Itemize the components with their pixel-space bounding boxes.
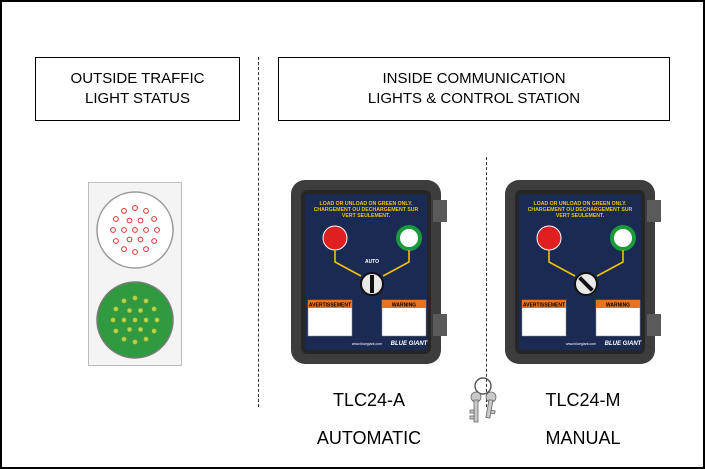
led-dot xyxy=(121,298,127,304)
led-dot xyxy=(110,317,116,323)
led-dot xyxy=(137,307,144,314)
traffic-light-icon xyxy=(88,182,182,366)
led-dot xyxy=(137,236,144,243)
led-dot xyxy=(132,339,138,345)
brand-text: BLUE GIANT xyxy=(391,341,429,347)
led-dot xyxy=(137,217,144,224)
panel-header-line-3: VERT SEULEMENT. xyxy=(342,213,391,219)
green-indicator-light xyxy=(610,225,636,251)
led-dot xyxy=(110,227,116,233)
outside-traffic-label: OUTSIDE TRAFFIC LIGHT STATUS xyxy=(35,57,240,121)
led-dot xyxy=(126,236,133,243)
led-dot xyxy=(151,306,157,312)
led-dot xyxy=(151,328,157,334)
red-lamp xyxy=(96,191,174,269)
website-text: www.bluegiant.com xyxy=(566,342,596,346)
model-caption-automatic: TLC24-A xyxy=(332,390,406,410)
panel-header-line-3: VERT SEULEMENT. xyxy=(556,213,605,219)
inside-communication-label: INSIDE COMMUNICATION LIGHTS & CONTROL ST… xyxy=(278,57,670,121)
led-dot xyxy=(143,317,149,323)
red-indicator-light xyxy=(322,225,348,251)
led-dot xyxy=(126,217,133,224)
outside-label-line-2: LIGHT STATUS xyxy=(84,90,190,107)
panel-header-line-2: CHARGEMENT OU DECHARGEMENT SUR xyxy=(528,207,633,213)
led-dot xyxy=(132,295,138,301)
inside-label-line-1: INSIDE COMMUNICATION xyxy=(382,70,566,87)
outside-label-line-1: OUTSIDE TRAFFIC xyxy=(70,70,205,87)
led-dot xyxy=(151,238,157,244)
led-dot xyxy=(132,227,138,233)
led-dot xyxy=(113,238,119,244)
website-text: www.bluegiant.com xyxy=(352,342,382,346)
led-dot xyxy=(151,216,157,222)
panel-header-line-1: LOAD OR UNLOAD ON GREEN ONLY. xyxy=(320,201,413,207)
led-dot xyxy=(126,326,133,333)
panel-header-line-1: LOAD OR UNLOAD ON GREEN ONLY. xyxy=(534,201,627,207)
warning-fr-text: AVERTISSEMENT xyxy=(523,303,565,309)
mode-caption-automatic: AUTOMATIC xyxy=(316,428,422,448)
led-dot xyxy=(143,298,149,304)
warning-fr-text: AVERTISSEMENT xyxy=(309,303,351,309)
led-dot xyxy=(154,227,160,233)
led-dot xyxy=(121,246,127,252)
led-dot xyxy=(132,249,138,255)
station-divider xyxy=(486,157,487,407)
station-panel-manual: LOAD OR UNLOAD ON GREEN ONLY. CHARGEMENT… xyxy=(505,180,661,364)
led-dot xyxy=(143,227,149,233)
led-dot xyxy=(121,208,127,214)
led-dot xyxy=(143,208,149,214)
led-dot xyxy=(154,317,160,323)
led-dot xyxy=(137,326,144,333)
section-divider xyxy=(258,57,259,407)
led-dot xyxy=(121,336,127,342)
led-dot xyxy=(143,246,149,252)
led-dot xyxy=(121,317,127,323)
switch-label: AUTO xyxy=(365,259,379,265)
panel-header-line-2: CHARGEMENT OU DECHARGEMENT SUR xyxy=(314,207,419,213)
led-dot xyxy=(113,216,119,222)
inside-label-line-2: LIGHTS & CONTROL STATION xyxy=(367,90,581,107)
green-indicator-light xyxy=(396,225,422,251)
led-dot xyxy=(132,317,138,323)
led-dot xyxy=(132,205,138,211)
mode-caption-manual: MANUAL xyxy=(545,428,621,448)
warning-en-text: WARNING xyxy=(392,303,416,309)
led-dot xyxy=(126,307,133,314)
brand-text: BLUE GIANT xyxy=(605,341,643,347)
led-dot xyxy=(113,328,119,334)
red-indicator-light xyxy=(536,225,562,251)
key-switch-icon xyxy=(574,272,598,296)
warning-en-text: WARNING xyxy=(606,303,630,309)
keys-icon xyxy=(469,377,497,423)
led-dot xyxy=(143,336,149,342)
key-switch-icon xyxy=(360,272,384,296)
model-caption-manual: TLC24-M xyxy=(545,390,621,410)
led-dot xyxy=(121,227,127,233)
led-dot xyxy=(113,306,119,312)
station-panel-automatic: LOAD OR UNLOAD ON GREEN ONLY. CHARGEMENT… xyxy=(291,180,447,364)
